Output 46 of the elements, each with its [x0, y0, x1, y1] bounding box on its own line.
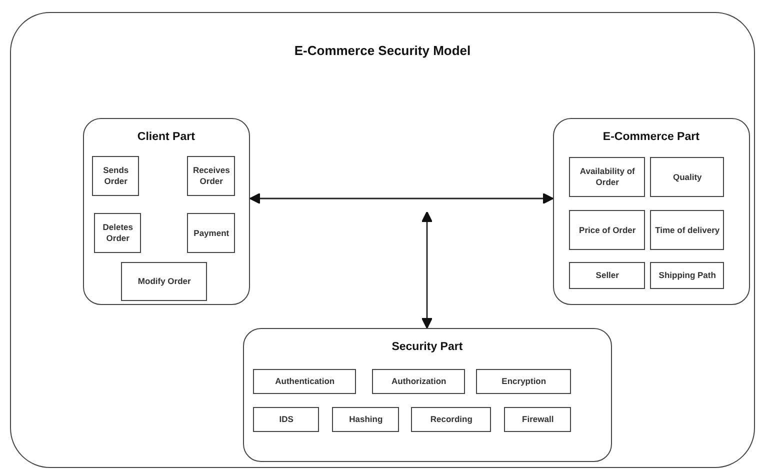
- box-label: Authorization: [390, 376, 448, 388]
- diagram-frame: [10, 12, 755, 468]
- frame-heading: E-Commerce Security Model: [293, 43, 472, 58]
- box-label: Hashing: [348, 414, 384, 426]
- process-box: [253, 407, 320, 432]
- process-box: [372, 369, 466, 394]
- process-box: [504, 407, 572, 432]
- process-box: [569, 262, 646, 290]
- box-label: Shipping Path: [658, 270, 717, 282]
- box-label: Receives Order: [192, 165, 231, 188]
- box-label: Modify Order: [136, 276, 192, 288]
- box-label: Authentication: [274, 376, 336, 388]
- box-label: Sends Order: [102, 165, 130, 188]
- process-box: [121, 262, 208, 302]
- box-label: Payment: [192, 228, 230, 239]
- box-label: Seller: [594, 270, 620, 282]
- process-box: [253, 369, 356, 394]
- process-box: [94, 213, 142, 254]
- process-box: [650, 157, 724, 198]
- process-box: [569, 210, 646, 250]
- box-label: Price of Order: [578, 224, 637, 236]
- box-label: Firewall: [521, 414, 555, 426]
- group-box: [242, 328, 612, 462]
- process-box: [92, 156, 140, 196]
- box-label: Encryption: [500, 376, 548, 388]
- process-box: [187, 213, 236, 254]
- box-label: Availability of Order: [578, 166, 636, 188]
- process-box: [650, 210, 724, 250]
- arrow: [422, 211, 433, 329]
- box-label: IDS: [278, 414, 294, 426]
- box-label: Recording: [429, 414, 474, 426]
- group-heading: E-Commerce Part: [602, 130, 700, 143]
- process-box: [411, 407, 492, 432]
- process-box: [569, 157, 646, 198]
- arrow: [249, 193, 554, 204]
- process-box: [332, 407, 400, 432]
- group-heading: Security Part: [390, 340, 464, 353]
- process-box: [650, 262, 724, 290]
- group-box: [552, 118, 750, 305]
- box-label: Time of delivery: [654, 224, 721, 236]
- group-heading: Client Part: [136, 130, 196, 143]
- box-label: Quality: [672, 172, 703, 183]
- group-box: [82, 118, 250, 305]
- process-box: [476, 369, 572, 394]
- process-box: [187, 156, 236, 196]
- box-label: Deletes Order: [102, 222, 134, 244]
